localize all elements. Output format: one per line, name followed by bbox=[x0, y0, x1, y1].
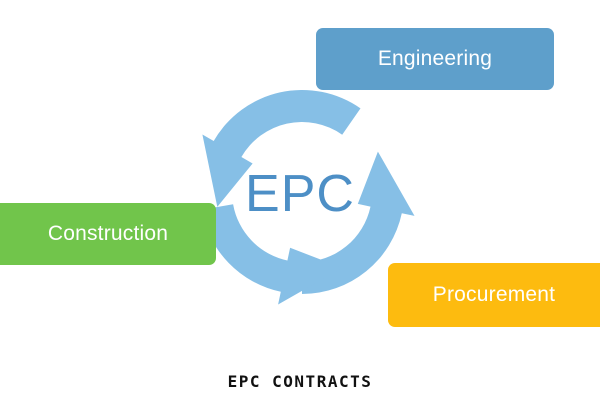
cycle-arrow-right bbox=[302, 151, 415, 294]
stage-label-engineering: Engineering bbox=[377, 47, 493, 70]
stage-box-engineering: Engineering bbox=[316, 28, 554, 90]
stage-box-procurement: Procurement bbox=[388, 263, 600, 327]
cycle-arrow-top bbox=[202, 89, 361, 207]
caption: EPC CONTRACTS bbox=[227, 372, 373, 391]
cycle-arrows bbox=[201, 89, 415, 305]
stage-label-procurement: Procurement bbox=[432, 283, 556, 306]
center-label-epc: EPC bbox=[245, 165, 355, 223]
cycle-arrow-bottom bbox=[201, 204, 343, 305]
stage-label-construction: Construction bbox=[47, 222, 169, 245]
stage-box-construction: Construction bbox=[0, 203, 216, 265]
